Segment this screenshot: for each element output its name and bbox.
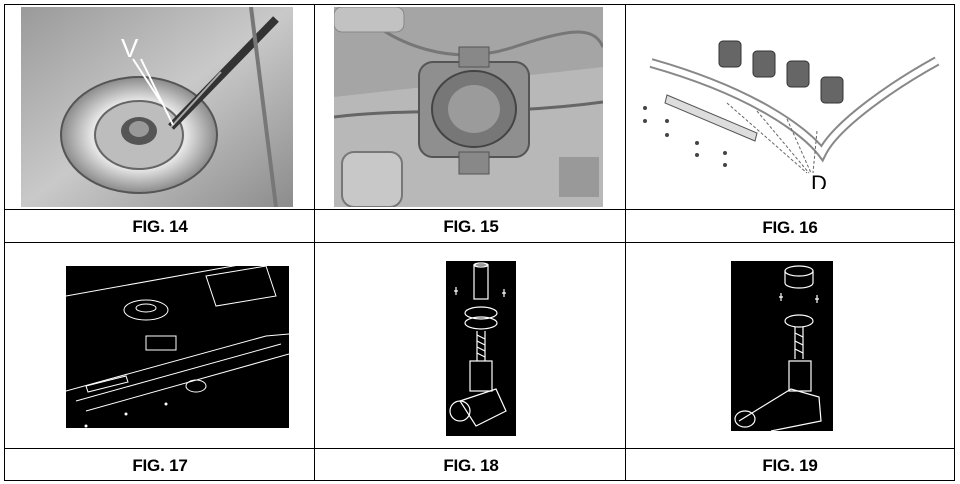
row-divider: [5, 242, 954, 243]
fig19-drawing: [731, 261, 833, 431]
fig18-caption: FIG. 18: [443, 456, 499, 475]
fig17-caption: FIG. 17: [132, 456, 188, 475]
fig14-caption: FIG. 14: [132, 217, 188, 236]
fig14-photo: V: [21, 7, 293, 207]
fig19-caption: FIG. 19: [762, 456, 818, 475]
fig16-drawing: D: [637, 13, 949, 189]
fig18-drawing: [446, 261, 516, 436]
row-divider: [5, 209, 954, 210]
fig16-callout: D: [811, 171, 827, 189]
fig17-drawing: [66, 266, 289, 428]
figure-grid: V: [4, 4, 955, 481]
fig15-caption: FIG. 15: [443, 217, 499, 236]
row-divider: [5, 448, 954, 449]
fig16-caption: FIG. 16: [762, 218, 818, 237]
fig14-callout: V: [121, 33, 139, 63]
fig15-photo: [334, 7, 603, 207]
